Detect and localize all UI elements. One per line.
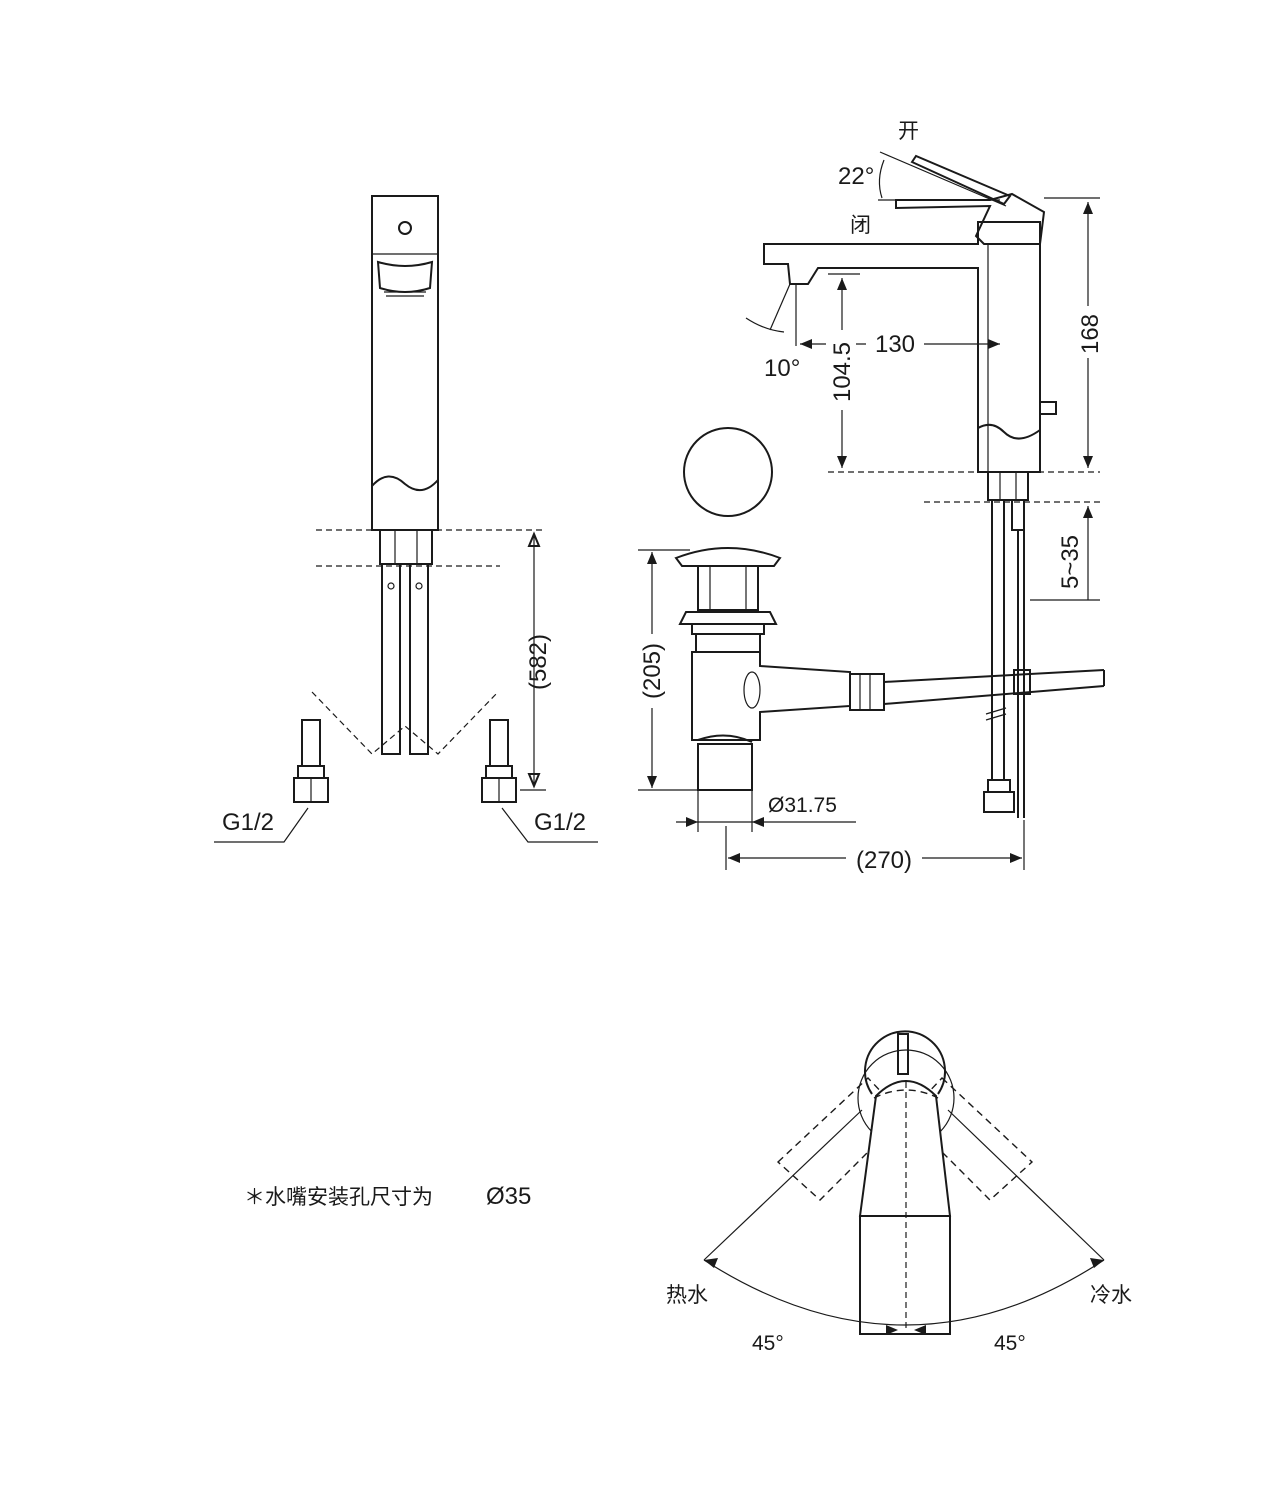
reach-130-label: 130: [875, 331, 915, 358]
hot-water-label: 热水: [666, 1283, 708, 1307]
drain-cap-top-view: [683, 427, 773, 517]
right-hose-connector: [481, 719, 517, 803]
open-label: 开: [898, 119, 919, 143]
drain-assembly: (205) Ø31.75 (270): [636, 427, 1105, 874]
spout-height-label: 104.5: [829, 342, 856, 402]
install-note-text: ＊水嘴安装孔尺寸为: [244, 1185, 433, 1209]
deck-thickness-label: 5~35: [1057, 535, 1084, 589]
cold-angle-label: 45°: [994, 1332, 1026, 1355]
right-thread-label: G1/2: [534, 809, 586, 836]
height-582-label: (582): [525, 634, 552, 690]
front-right-hose: [409, 563, 429, 755]
rod-length-label: (270): [856, 847, 912, 874]
drain-diameter-label: Ø31.75: [768, 794, 837, 817]
side-view: 130 104.5 168 5~35 开 闭 22° 10°: [745, 119, 1104, 818]
front-pin-hole: [398, 221, 412, 235]
cold-water-label: 冷水: [1090, 1283, 1132, 1307]
top-handle: [858, 1080, 952, 1217]
side-lever-closed: [895, 192, 1046, 245]
total-height-label: 168: [1077, 314, 1104, 354]
top-spout: [859, 1215, 951, 1335]
front-view: (582) G1/2 G1/2: [214, 195, 598, 843]
top-view: 热水 冷水 45° 45°: [666, 1030, 1132, 1355]
left-hose-connector: [293, 719, 329, 803]
front-faucet-body: [371, 195, 439, 531]
lever-angle-label: 22°: [838, 163, 874, 190]
drain-height-label: (205): [639, 643, 666, 699]
hot-angle-label: 45°: [752, 1332, 784, 1355]
front-left-hose: [381, 563, 401, 755]
rotation-arc: [703, 1259, 1105, 1326]
install-note: ＊水嘴安装孔尺寸为 Ø35: [244, 1183, 531, 1210]
spout-angle-label: 10°: [764, 355, 800, 382]
side-faucet-body: [763, 221, 1041, 473]
left-thread-label: G1/2: [222, 809, 274, 836]
front-wave-line: [371, 475, 439, 491]
install-note-value: Ø35: [486, 1183, 531, 1210]
closed-label: 闭: [850, 213, 871, 237]
side-lever-open: [910, 154, 1012, 206]
